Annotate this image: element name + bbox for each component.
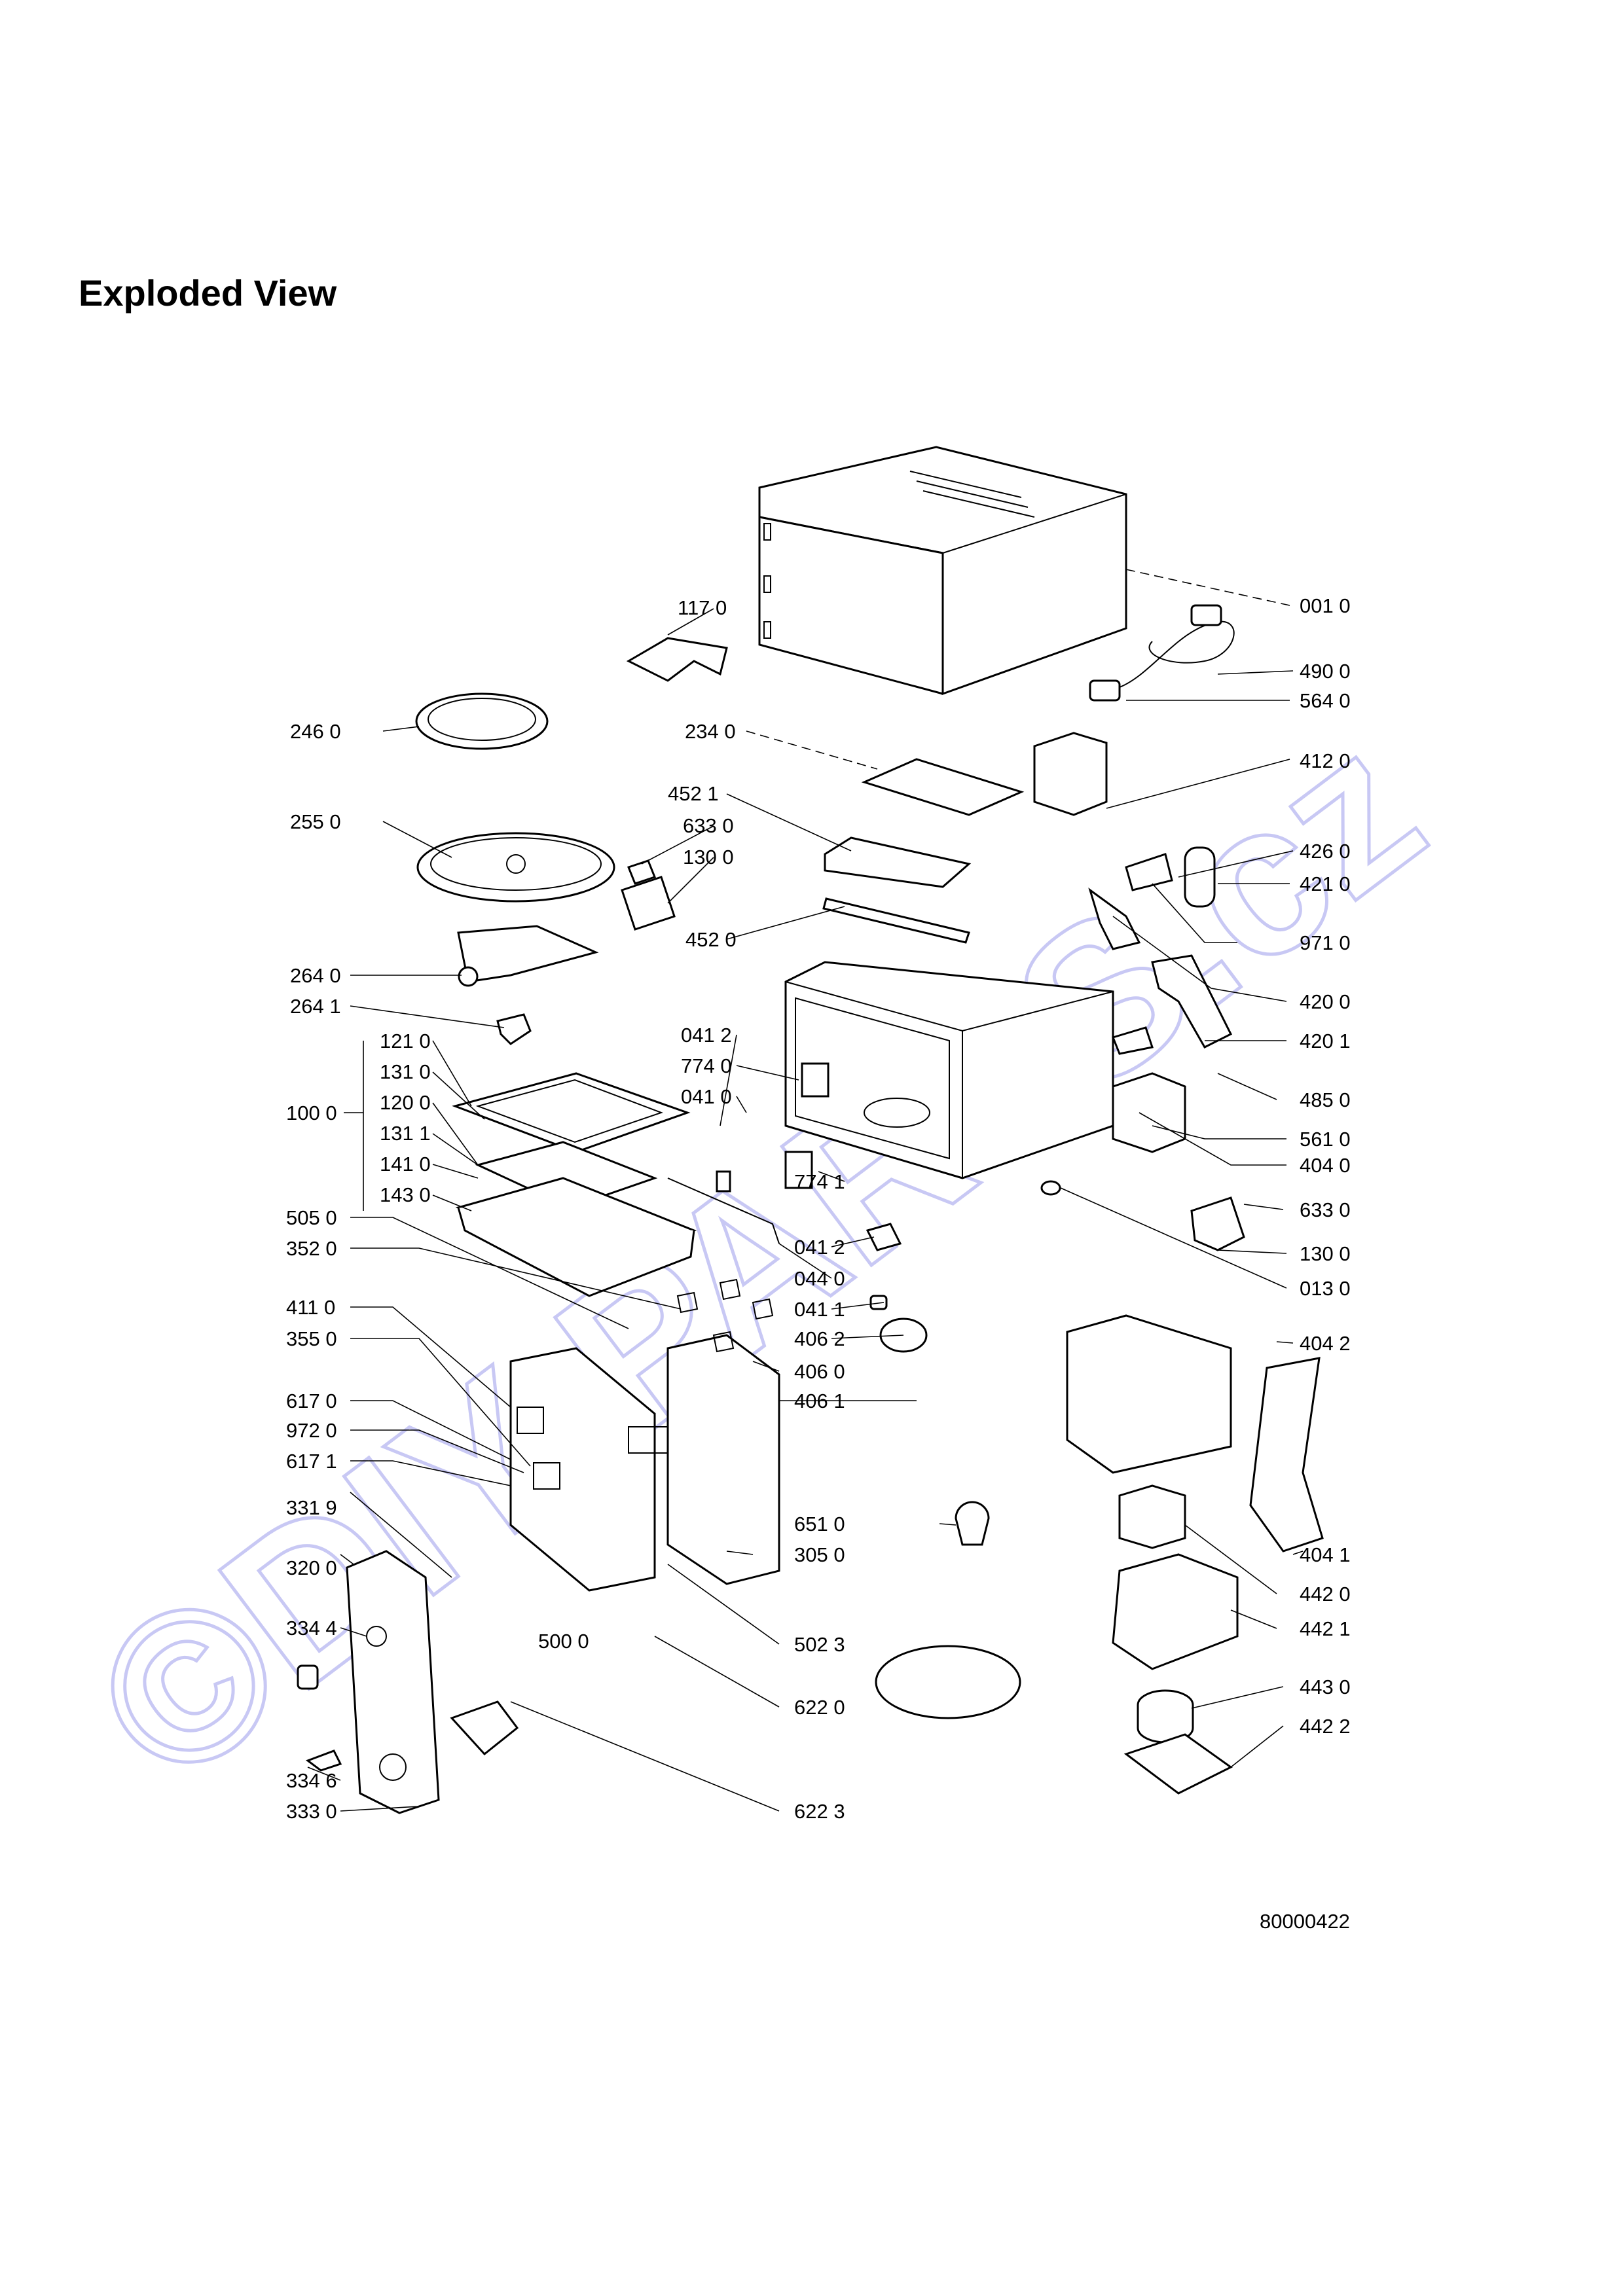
label-355-0: 355 0 bbox=[286, 1327, 337, 1350]
label-502-3: 502 3 bbox=[794, 1633, 845, 1656]
label-633-0-r: 633 0 bbox=[1300, 1198, 1351, 1221]
transformer bbox=[1033, 732, 1108, 816]
label-442-0: 442 0 bbox=[1300, 1583, 1351, 1605]
label-404-1: 404 1 bbox=[1300, 1543, 1351, 1566]
label-406-1: 406 1 bbox=[794, 1390, 845, 1412]
coupler bbox=[496, 1013, 532, 1045]
label-774-1: 774 1 bbox=[794, 1170, 845, 1193]
label-246-0: 246 0 bbox=[290, 720, 341, 743]
oven-cavity bbox=[784, 961, 1114, 1179]
label-331-9: 331 9 bbox=[286, 1496, 337, 1519]
label-406-2: 406 2 bbox=[794, 1327, 845, 1350]
label-633-0: 633 0 bbox=[683, 814, 734, 837]
label-121-0: 121 0 bbox=[380, 1030, 431, 1052]
label-412-0: 412 0 bbox=[1300, 749, 1351, 772]
fan-housing bbox=[1112, 1553, 1239, 1670]
label-442-1: 442 1 bbox=[1300, 1617, 1351, 1640]
label-131-1: 131 1 bbox=[380, 1122, 431, 1145]
label-041-1: 041 1 bbox=[794, 1298, 845, 1321]
label-404-0: 404 0 bbox=[1300, 1154, 1351, 1177]
label-617-1: 617 1 bbox=[286, 1450, 337, 1473]
label-352-0: 352 0 bbox=[286, 1237, 337, 1260]
waveguide-cover bbox=[824, 836, 972, 888]
label-505-0: 505 0 bbox=[286, 1206, 337, 1229]
label-426-0: 426 0 bbox=[1300, 840, 1351, 863]
fan-base bbox=[1123, 1733, 1233, 1795]
label-305-0: 305 0 bbox=[794, 1543, 845, 1566]
power-cord bbox=[1089, 604, 1235, 702]
label-044-0: 044 0 bbox=[794, 1267, 845, 1290]
capacitor bbox=[1184, 846, 1216, 908]
control-panel-assembly bbox=[509, 1334, 780, 1592]
label-406-0: 406 0 bbox=[794, 1360, 845, 1383]
label-334-6: 334 6 bbox=[286, 1769, 337, 1792]
label-141-0: 141 0 bbox=[380, 1153, 431, 1175]
label-443-0: 443 0 bbox=[1300, 1676, 1351, 1698]
turntable-ring bbox=[415, 692, 549, 750]
cabinet-cover bbox=[758, 446, 1127, 696]
document-number: 80000422 bbox=[1260, 1910, 1350, 1933]
label-100-0: 100 0 bbox=[286, 1102, 337, 1124]
air-guide bbox=[1066, 1314, 1232, 1474]
label-120-0: 120 0 bbox=[380, 1091, 431, 1114]
label-452-0: 452 0 bbox=[685, 928, 737, 951]
label-490-0: 490 0 bbox=[1300, 660, 1351, 683]
turntable-plate bbox=[416, 832, 615, 903]
label-651-0: 651 0 bbox=[794, 1513, 845, 1535]
diode bbox=[1125, 853, 1173, 891]
label-130-0-r: 130 0 bbox=[1300, 1242, 1351, 1265]
label-041-2-b: 041 2 bbox=[794, 1236, 845, 1259]
label-622-3: 622 3 bbox=[794, 1800, 845, 1823]
label-013-0: 013 0 bbox=[1300, 1277, 1351, 1300]
label-041-0: 041 0 bbox=[681, 1085, 732, 1108]
label-564-0: 564 0 bbox=[1300, 689, 1351, 712]
label-334-4: 334 4 bbox=[286, 1617, 337, 1640]
label-420-1: 420 1 bbox=[1300, 1030, 1351, 1052]
label-774-0: 774 0 bbox=[681, 1054, 732, 1077]
page-title: Exploded View bbox=[79, 272, 337, 314]
leader-lines bbox=[307, 608, 957, 1812]
label-561-0: 561 0 bbox=[1300, 1128, 1351, 1151]
hv-transformer bbox=[1112, 1072, 1186, 1153]
air-duct bbox=[1249, 1357, 1324, 1552]
label-452-1: 452 1 bbox=[668, 782, 719, 805]
leader-lines-right bbox=[1060, 569, 1304, 1768]
label-971-0: 971 0 bbox=[1300, 931, 1351, 954]
label-041-2-a: 041 2 bbox=[681, 1024, 732, 1047]
label-500-0: 500 0 bbox=[538, 1630, 589, 1653]
label-617-0: 617 0 bbox=[286, 1390, 337, 1412]
label-404-2: 404 2 bbox=[1300, 1332, 1351, 1355]
door-frame bbox=[452, 1072, 691, 1153]
label-972-0: 972 0 bbox=[286, 1419, 337, 1442]
top-bracket bbox=[861, 758, 1025, 816]
label-421-0: 421 0 bbox=[1300, 872, 1351, 895]
label-143-0: 143 0 bbox=[380, 1183, 431, 1206]
label-622-0: 622 0 bbox=[794, 1696, 845, 1719]
label-234-0: 234 0 bbox=[685, 720, 736, 743]
label-255-0: 255 0 bbox=[290, 810, 341, 833]
roller-support bbox=[457, 925, 599, 983]
label-333-0: 333 0 bbox=[286, 1800, 337, 1823]
label-420-0: 420 0 bbox=[1300, 990, 1351, 1013]
label-485-0: 485 0 bbox=[1300, 1088, 1351, 1111]
cover-plate bbox=[875, 1645, 1021, 1719]
label-320-0: 320 0 bbox=[286, 1556, 337, 1579]
label-442-2: 442 2 bbox=[1300, 1715, 1351, 1738]
label-001-0: 001 0 bbox=[1300, 594, 1351, 617]
label-264-0: 264 0 bbox=[290, 964, 341, 987]
label-131-0: 131 0 bbox=[380, 1060, 431, 1083]
label-130-0: 130 0 bbox=[683, 846, 734, 869]
label-264-1: 264 1 bbox=[290, 995, 341, 1018]
front-panel bbox=[346, 1550, 440, 1814]
label-411-0: 411 0 bbox=[286, 1296, 336, 1319]
mica-cover bbox=[626, 637, 728, 682]
label-117-0: 117 0 bbox=[678, 596, 727, 619]
